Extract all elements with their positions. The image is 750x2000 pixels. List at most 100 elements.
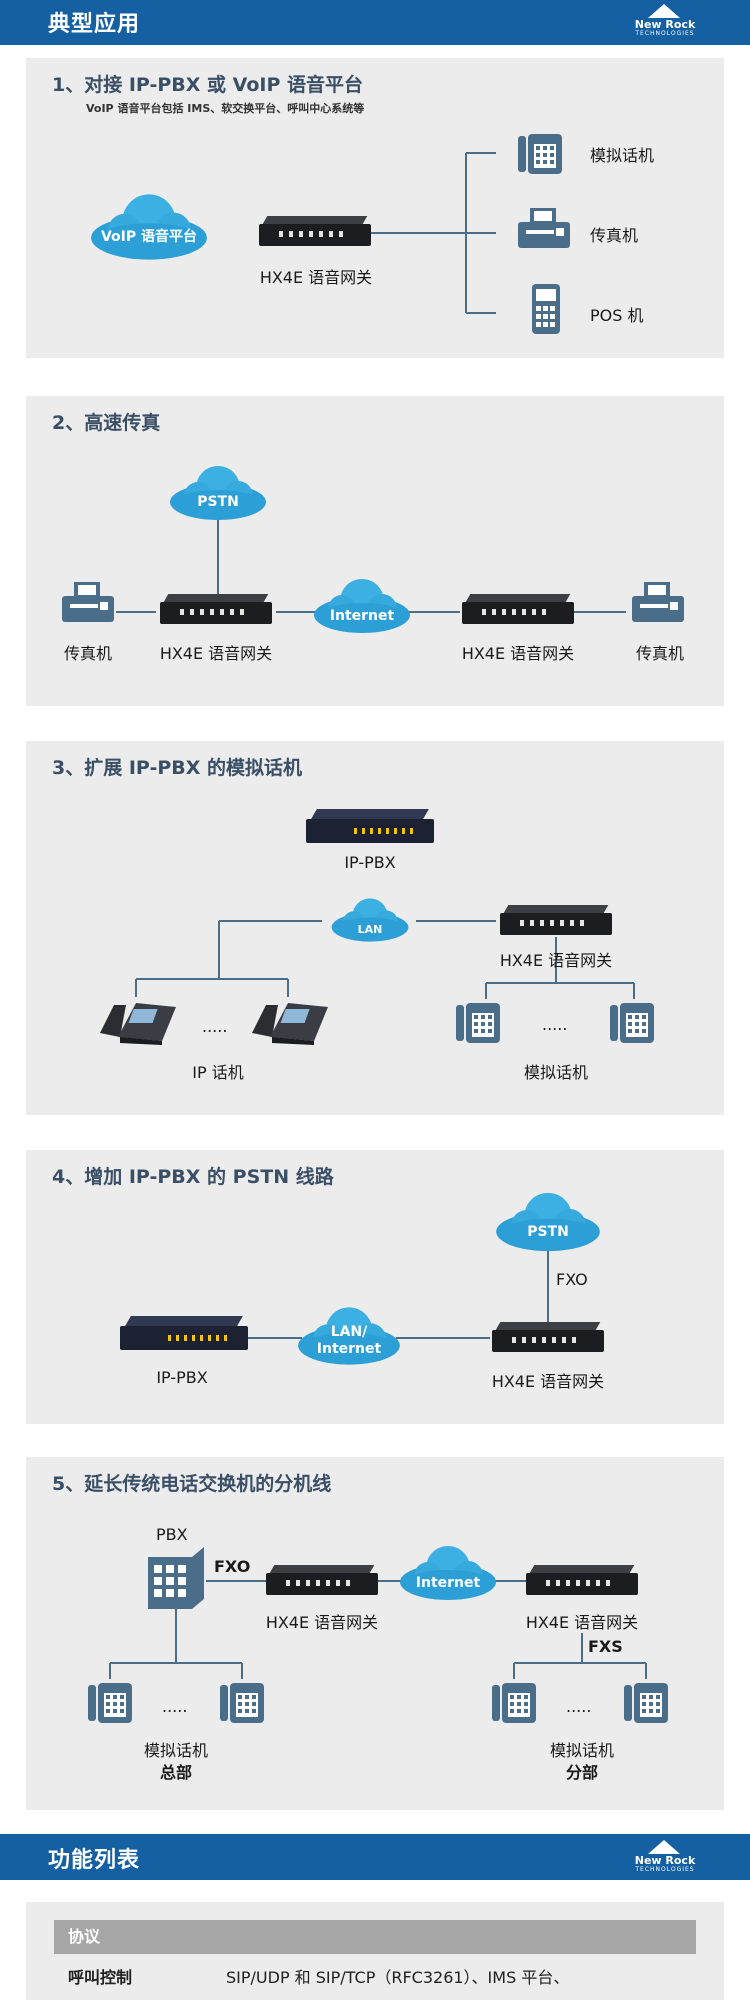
cloud-label: PSTN: [197, 494, 239, 510]
branch-dots: .....: [566, 1697, 592, 1716]
feature-header-bar: 功能列表 New Rock TECHNOLOGIES: [0, 1834, 750, 1880]
gateway-left-label: HX4E 语音网关: [159, 644, 273, 663]
logo-tagline: TECHNOLOGIES: [635, 30, 695, 37]
feature-header-title: 功能列表: [48, 1848, 141, 1873]
cloud-label: LAN/ Internet: [296, 1324, 402, 1358]
fax-label: 传真机: [590, 226, 639, 245]
gateway-label: HX4E 语音网关: [259, 268, 373, 287]
internet-cloud: Internet: [398, 1541, 498, 1605]
internet-cloud: Internet: [312, 574, 412, 638]
cloud-label-line-2: Internet: [316, 1341, 382, 1357]
analog-phone-icon: [610, 1003, 654, 1043]
section-title-3: 3、扩展 IP-PBX 的模拟话机: [52, 757, 303, 779]
voip-platform-cloud: VoIP 语音平台: [88, 192, 210, 262]
ip-pbx-device: [306, 809, 434, 843]
section-title-5: 5、延长传统电话交换机的分机线: [52, 1473, 332, 1495]
company-logo: New Rock TECHNOLOGIES: [620, 4, 710, 38]
ip-phone-icon: [100, 1003, 176, 1045]
connection-lines-4: [222, 1250, 549, 1339]
gateway-label: HX4E 语音网关: [499, 951, 613, 970]
lan-internet-cloud: LAN/ Internet: [296, 1302, 402, 1370]
cloud-label-line-1: LAN/: [330, 1324, 368, 1340]
cloud-label: Internet: [329, 608, 395, 624]
analog-phone-label: 模拟话机: [523, 1063, 589, 1082]
analog-phone-dots: .....: [542, 1015, 568, 1034]
gateway-left-device: [266, 1565, 378, 1595]
panel-scenario-3: 3、扩展 IP-PBX 的模拟话机 IP-PBX LAN HX4E 语音网关 .…: [26, 741, 724, 1115]
logo-name: New Rock: [634, 18, 696, 31]
row-value: SIP/UDP 和 SIP/TCP（RFC3261）、IMS 平台、: [226, 1968, 570, 1987]
gateway-right-label: HX4E 语音网关: [461, 644, 575, 663]
gateway-right-label: HX4E 语音网关: [525, 1613, 639, 1632]
gateway-device: [492, 1322, 604, 1352]
branch-phone-label: 模拟话机: [549, 1741, 615, 1760]
feature-table: 协议 呼叫控制 SIP/UDP 和 SIP/TCP（RFC3261）、IMS 平…: [54, 1920, 696, 1994]
analog-phone-icon: [624, 1683, 668, 1723]
cloud-icon: [496, 1192, 600, 1252]
gateway-label: HX4E 语音网关: [491, 1372, 605, 1391]
pbx-label: PBX: [156, 1525, 188, 1544]
hq-dots: .....: [162, 1697, 188, 1716]
gateway-device: [259, 216, 371, 246]
ip-pbx-label: IP-PBX: [156, 1368, 208, 1387]
ip-pbx-label: IP-PBX: [344, 853, 396, 872]
hq-phone-label: 模拟话机: [143, 1741, 209, 1760]
ip-phone-dots: .....: [202, 1017, 228, 1036]
panel-scenario-5: 5、延长传统电话交换机的分机线 PBX FXO HX4E 语音网关 Intern…: [26, 1457, 724, 1810]
analog-phone-icon: [492, 1683, 536, 1723]
panel-scenario-2: 2、高速传真 PSTN Internet 传真机 HX4E 语音网关 HX4E …: [26, 396, 724, 706]
pstn-cloud: PSTN: [494, 1190, 602, 1254]
analog-phone-icon: [456, 1003, 500, 1043]
ip-phone-icon: [252, 1003, 328, 1045]
cloud-label: Internet: [415, 1575, 481, 1591]
branch-label: 分部: [565, 1763, 599, 1782]
section-title-4: 4、增加 IP-PBX 的 PSTN 线路: [52, 1166, 334, 1188]
fxo-label: FXO: [556, 1270, 588, 1289]
gateway-left-label: HX4E 语音网关: [265, 1613, 379, 1632]
ip-phone-label: IP 话机: [192, 1063, 244, 1082]
logo-mountain-icon: [648, 1840, 680, 1854]
pos-label: POS 机: [590, 306, 644, 325]
cloud-icon: [170, 466, 266, 520]
fxs-label: FXS: [588, 1637, 623, 1656]
connection-lines-3: [135, 899, 635, 999]
analog-phone-icon: [518, 134, 562, 174]
header-title: 典型应用: [48, 12, 141, 37]
logo-name: New Rock: [634, 1854, 696, 1867]
cloud-label: LAN: [357, 923, 383, 936]
gateway-right-device: [526, 1565, 638, 1595]
cloud-icon: [314, 579, 410, 633]
fxo-label: FXO: [214, 1557, 251, 1576]
lan-cloud: LAN: [330, 895, 410, 945]
connection-lines-2: [116, 514, 626, 613]
gateway-left-device: [160, 594, 272, 624]
cloud-icon: [400, 1546, 496, 1600]
row-key: 呼叫控制: [68, 1968, 133, 1987]
panel-scenario-1: 1、对接 IP-PBX 或 VoIP 语音平台 VoIP 语音平台包括 IMS、…: [26, 58, 724, 358]
cloud-label: PSTN: [527, 1224, 569, 1240]
header-bar: 典型应用 New Rock TECHNOLOGIES: [0, 0, 750, 45]
section-title-1: 1、对接 IP-PBX 或 VoIP 语音平台: [52, 74, 363, 96]
connection-lines-5: [109, 1580, 647, 1679]
fax-right-label: 传真机: [635, 644, 685, 663]
hq-label: 总部: [159, 1763, 193, 1782]
panel-scenario-4: 4、增加 IP-PBX 的 PSTN 线路 PSTN FXO IP-PBX LA…: [26, 1150, 724, 1424]
table-row: 呼叫控制 SIP/UDP 和 SIP/TCP（RFC3261）、IMS 平台、: [54, 1954, 696, 1994]
logo-mountain-icon: [648, 4, 680, 18]
pbx-switch-icon: [148, 1547, 204, 1609]
fax-left-icon: [62, 582, 114, 622]
analog-phone-label: 模拟话机: [590, 146, 655, 165]
analog-phone-icon: [220, 1683, 264, 1723]
gateway-device: [500, 905, 612, 935]
table-section-header: 协议: [54, 1920, 696, 1954]
fax-right-icon: [632, 582, 684, 622]
fax-icon: [518, 208, 570, 248]
gateway-right-device: [462, 594, 574, 624]
logo-tagline: TECHNOLOGIES: [635, 1866, 695, 1873]
cloud-icon: [331, 898, 409, 942]
analog-phone-icon: [88, 1683, 132, 1723]
section-subtitle-1: VoIP 语音平台包括 IMS、软交换平台、呼叫中心系统等: [86, 102, 365, 115]
company-logo: New Rock TECHNOLOGIES: [620, 1840, 710, 1874]
cloud-label: VoIP 语音平台: [100, 229, 198, 245]
ip-pbx-device: [120, 1316, 248, 1350]
